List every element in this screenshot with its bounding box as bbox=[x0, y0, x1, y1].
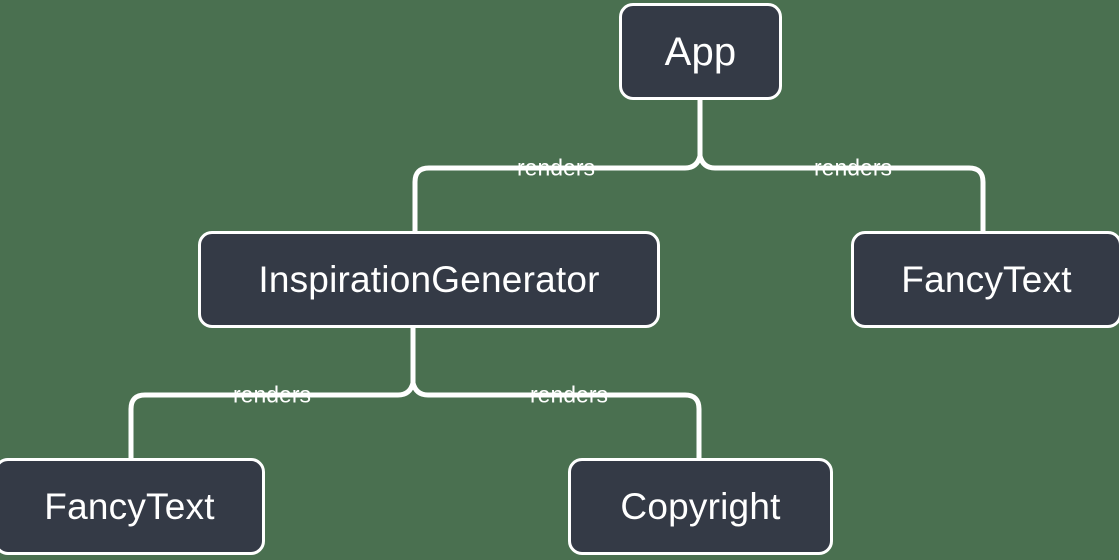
node-copyright-label: Copyright bbox=[620, 486, 781, 527]
node-fancytext-bottom[interactable]: FancyText bbox=[0, 458, 265, 555]
node-app[interactable]: App bbox=[619, 3, 782, 100]
node-fancytext-right[interactable]: FancyText bbox=[851, 231, 1119, 328]
node-fancytext-bottom-label: FancyText bbox=[44, 486, 215, 527]
node-inspiration-generator-label: InspirationGenerator bbox=[258, 259, 600, 300]
edge-label-ig-to-copyright: renders bbox=[530, 381, 608, 408]
edge-app-to-fancytext-right bbox=[697, 155, 986, 233]
node-copyright[interactable]: Copyright bbox=[568, 458, 833, 555]
edge-app-to-inspiration-generator bbox=[412, 155, 703, 233]
edge-label-app-to-fancytext-right: renders bbox=[814, 154, 892, 181]
node-inspiration-generator[interactable]: InspirationGenerator bbox=[198, 231, 660, 328]
edge-label-app-to-inspiration-generator: renders bbox=[517, 154, 595, 181]
node-app-label: App bbox=[664, 29, 737, 74]
edge-label-ig-to-fancytext-bottom: renders bbox=[233, 381, 311, 408]
edge-ig-to-copyright bbox=[410, 382, 702, 460]
edge-ig-to-fancytext-bottom bbox=[128, 382, 416, 460]
node-fancytext-right-label: FancyText bbox=[901, 259, 1072, 300]
